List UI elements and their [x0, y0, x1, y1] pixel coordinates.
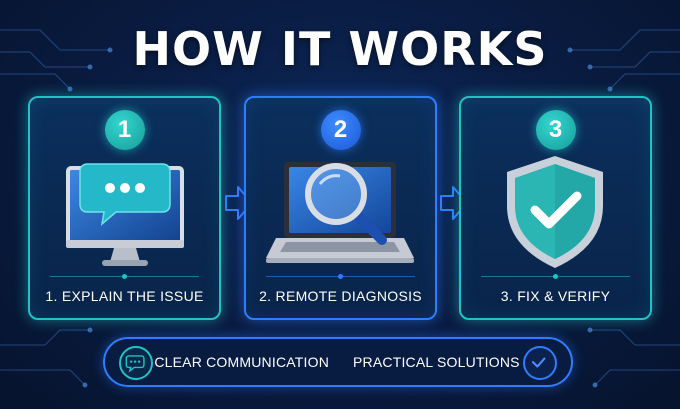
- step-number-badge: 1: [104, 110, 145, 150]
- page-title: HOW IT WORKS: [132, 22, 548, 76]
- step-label: 1. EXPLAIN THE ISSUE: [45, 288, 204, 304]
- monitor-chat-icon: [66, 163, 184, 266]
- card-divider: [50, 274, 199, 279]
- footer-item-solutions: PRACTICAL SOLUTIONS: [353, 354, 520, 370]
- card-divider: [266, 274, 415, 279]
- step-card-3: 3 3. FIX & VERIFY: [459, 96, 652, 320]
- step-number-badge: 3: [535, 110, 576, 150]
- step-card-1: 1 1. EXPLAIN THE ISSUE: [28, 96, 221, 320]
- step-number-badge: 2: [320, 110, 361, 150]
- footer-item-communication: CLEAR COMMUNICATION: [154, 354, 330, 370]
- check-circle-icon: [523, 346, 557, 380]
- shield-check-icon: [507, 156, 603, 268]
- card-divider: [481, 274, 630, 279]
- footer-text: CLEAR COMMUNICATION PRACTICAL SOLUTIONS: [154, 339, 519, 385]
- step-label: 3. FIX & VERIFY: [500, 288, 611, 304]
- chat-bubble-icon: [119, 346, 153, 380]
- laptop-magnifier-icon: [266, 162, 414, 263]
- footer-banner: CLEAR COMMUNICATION PRACTICAL SOLUTIONS: [103, 337, 573, 387]
- step-label: 2. REMOTE DIAGNOSIS: [259, 288, 422, 304]
- step-card-2: 2 2. REMOTE DIAGNOSIS: [244, 96, 437, 320]
